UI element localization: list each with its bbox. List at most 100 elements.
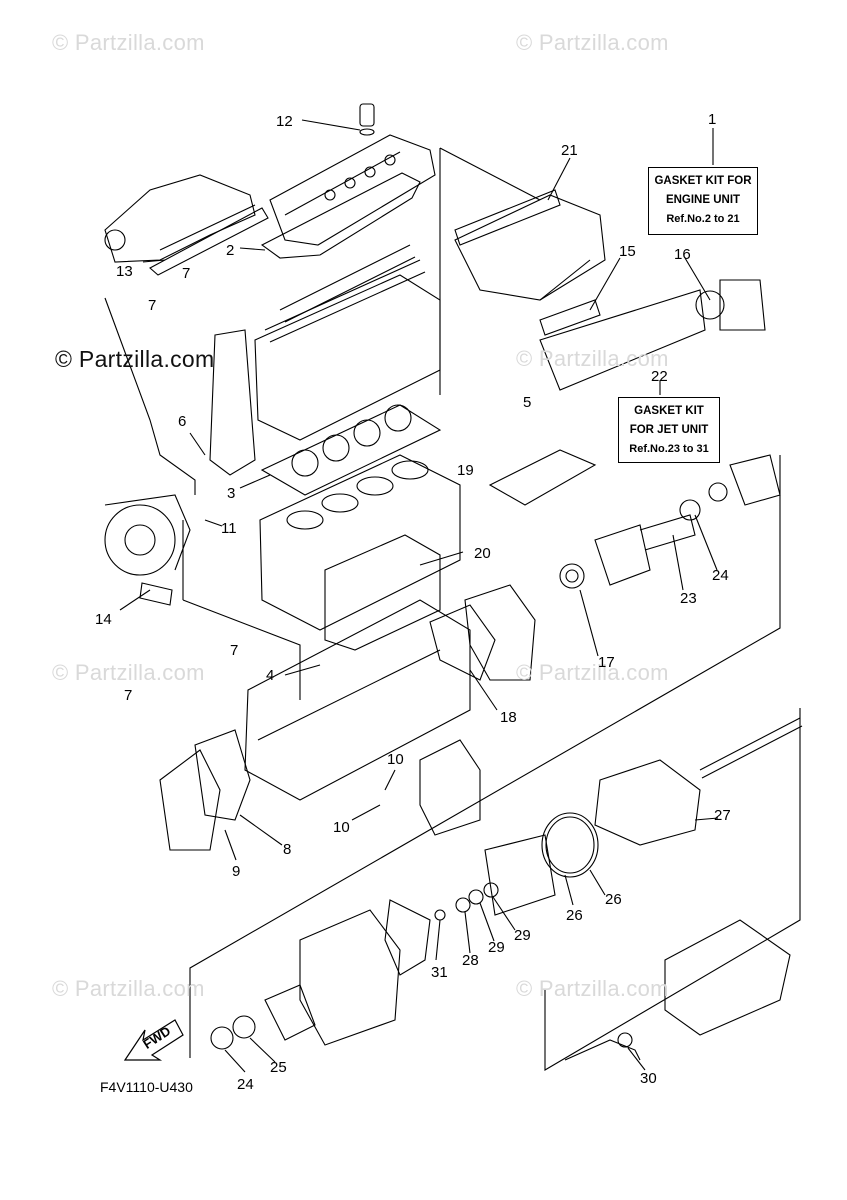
crankcase-drawing [244, 599, 471, 801]
callout-6: 6 [178, 413, 187, 430]
callout-29: 29 [514, 927, 531, 944]
pump-gasket-drawing [194, 729, 251, 821]
head-cover-drawing [269, 103, 436, 246]
watermark: © Partzilla.com [516, 346, 669, 371]
leader-line [547, 157, 571, 201]
callout-27: 27 [714, 807, 731, 824]
jet-boundary-line [544, 708, 801, 1071]
exhaust-elbow-drawing [719, 279, 766, 331]
callout-16: 16 [674, 246, 691, 263]
turbo-gasket-drawing [139, 582, 173, 606]
leader-line [479, 902, 495, 942]
callout-24: 24 [237, 1076, 254, 1093]
callout-13: 13 [116, 263, 133, 280]
jet-pump-housing-drawing [594, 759, 701, 846]
dipstick-drawing [104, 297, 196, 495]
turbocharger-drawing [104, 494, 191, 576]
leader-line [694, 514, 718, 571]
crankcase-cover-gasket-drawing [429, 604, 496, 681]
bearing-cover-drawing [264, 984, 316, 1041]
nozzle-drawing [664, 919, 791, 1036]
kit-title-line: GASKET KIT [634, 405, 704, 417]
callout-28: 28 [462, 952, 479, 969]
impeller-drawing [384, 899, 431, 976]
callout-2: 2 [226, 242, 235, 259]
leader-line [224, 1049, 246, 1073]
kit-ref-line: Ref.No.2 to 21 [666, 213, 740, 225]
nozzle-parts-drawing [564, 1039, 641, 1061]
leader-line [579, 589, 599, 657]
leader-line [239, 474, 271, 489]
callout-18: 18 [500, 709, 517, 726]
callout-30: 30 [640, 1070, 657, 1087]
callout-10: 10 [387, 751, 404, 768]
kit-title-line: GASKET KIT FOR [654, 175, 752, 187]
callout-7: 7 [148, 297, 157, 314]
kit-title-line: ENGINE UNIT [665, 194, 741, 206]
exhaust-manifold-drawing [454, 194, 606, 301]
leader-line [204, 519, 223, 527]
watermark: © Partzilla.com [52, 976, 205, 1001]
callout-19: 19 [457, 462, 474, 479]
callout-10: 10 [333, 819, 350, 836]
jet-gasket-kit-label: GASKET KIT FOR JET UNIT Ref.No.23 to 31 [618, 397, 720, 463]
oring-drawing [434, 909, 446, 921]
seal-drawing [708, 482, 728, 502]
crankcase-cover-drawing [464, 584, 536, 681]
liner-ring-drawing [545, 816, 595, 874]
callout-23: 23 [680, 590, 697, 607]
callout-31: 31 [431, 964, 448, 981]
camshaft-drawing [264, 259, 426, 343]
callout-7: 7 [182, 265, 191, 282]
watermark: © Partzilla.com [516, 660, 669, 685]
leader-line [224, 829, 237, 861]
callout-9: 9 [232, 863, 241, 880]
callout-8: 8 [283, 841, 292, 858]
callout-7: 7 [124, 687, 133, 704]
callout-11: 11 [221, 520, 237, 537]
engine-boundary-line [439, 147, 541, 201]
liner-ring-drawing [541, 812, 599, 878]
callout-7: 7 [230, 642, 239, 659]
watermark: © Partzilla.com [516, 976, 669, 1001]
leader-line [627, 1047, 646, 1071]
leader-line [492, 896, 516, 931]
drive-shaft-drawing [699, 717, 803, 779]
oil-pump-drawing [159, 749, 221, 851]
exhaust-pipe-drawing [539, 289, 706, 391]
leader-line [419, 551, 464, 566]
kit-title-line: FOR JET UNIT [629, 424, 709, 436]
callout-22: 22 [651, 368, 668, 385]
cylinder-head-drawing [254, 274, 441, 441]
callout-3: 3 [227, 485, 236, 502]
seal-drawing [210, 1026, 234, 1050]
oil-pan-gasket-drawing [324, 534, 441, 651]
exhaust-gasket-drawing [454, 189, 561, 246]
callout-26: 26 [566, 907, 583, 924]
leader-line [672, 534, 684, 591]
callout-17: 17 [598, 654, 615, 671]
watermark: © Partzilla.com [52, 30, 205, 55]
cylinder-block-drawing [259, 454, 461, 631]
leader-line [469, 669, 498, 711]
watermark: © Partzilla.com [55, 346, 215, 372]
leader-line [589, 257, 621, 311]
oil-cooler-drawing [419, 739, 481, 836]
callout-15: 15 [619, 243, 636, 260]
leader-line [384, 769, 396, 791]
leader-line [351, 804, 381, 821]
drawing-code: F4V1110-U430 [100, 1079, 193, 1095]
camshaft-drawing [279, 244, 416, 323]
leader-line [589, 869, 606, 896]
oring-drawing [617, 1032, 633, 1048]
kit-ref-line: Ref.No.23 to 31 [629, 443, 709, 455]
leader-line [694, 817, 719, 821]
leader-line [189, 432, 206, 456]
callout-14: 14 [95, 611, 112, 628]
seal-drawing [679, 499, 701, 521]
engine-gasket-kit-label: GASKET KIT FOR ENGINE UNIT Ref.No.2 to 2… [648, 167, 758, 235]
seal-drawing [455, 897, 471, 913]
seal-drawing [468, 889, 484, 905]
leader-line [119, 589, 151, 611]
fwd-arrow-icon [123, 1019, 184, 1061]
